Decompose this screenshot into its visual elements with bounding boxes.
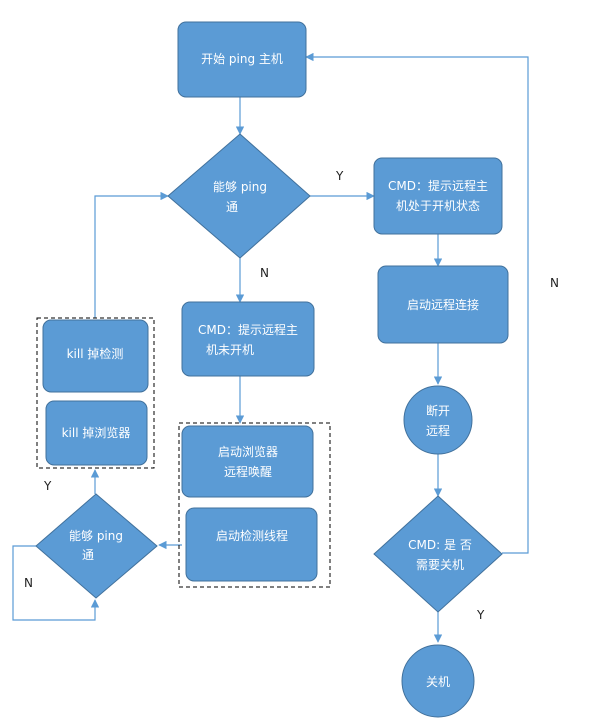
browser-group-box [178,422,331,588]
node-decision-ping[interactable]: 能够 ping 通 [167,133,311,259]
edge-labels: Y N N Y Y N [24,169,559,622]
edge-label-y-right: Y [335,169,344,183]
edge-kill-to-decision [94,191,169,318]
node-start-browser[interactable]: 启动浏览器 远程唤醒 [181,425,314,498]
node-cmd-off[interactable]: CMD：提示远程主 机未开机 [181,301,315,377]
edge-label-y-bottom: Y [476,608,485,622]
node-decision-left-label-1: 能够 ping [69,529,123,543]
node-cmd-shutdown-label-1: CMD: 是 否 [408,538,472,552]
node-shutdown-label: 关机 [426,675,450,689]
edge-cmd-shutdown-loop-to-start [305,52,529,554]
node-kill-browser[interactable]: kill 掉浏览器 [45,400,148,466]
node-start[interactable]: 开始 ping 主机 [177,21,307,98]
edge-label-y-left: Y [43,479,52,493]
edge-label-n-far-right: N [550,276,559,290]
node-start-remote[interactable]: 启动远程连接 [377,265,509,344]
node-shutdown[interactable]: 关机 [401,644,475,718]
node-cmd-on[interactable]: CMD：提示远程主 机处于开机状态 [373,157,503,235]
edge-label-n-left: N [24,576,33,590]
edge-left-decision-loop [12,545,100,621]
node-cmd-shutdown[interactable]: CMD: 是 否 需要关机 [373,495,503,613]
node-cmd-on-label-2: 机处于开机状态 [396,199,480,213]
node-start-detect-label: 启动检测线程 [216,528,288,543]
node-kill-detect[interactable]: kill 掉检测 [42,319,149,393]
edge-label-n-down: N [260,266,269,280]
node-decision-left-label-2: 通 [82,548,94,562]
node-decision-ping-label-2: 通 [226,200,238,214]
node-start-detect[interactable]: 启动检测线程 [185,507,318,582]
node-cmd-on-label-1: CMD：提示远程主 [388,178,488,193]
node-decision-left[interactable]: 能够 ping 通 [35,493,158,599]
node-decision-ping-label-1: 能够 ping [213,180,267,194]
node-disconnect[interactable]: 断开 远程 [403,385,473,455]
node-disconnect-label-1: 断开 [426,403,450,418]
node-cmd-shutdown-label-2: 需要关机 [416,558,464,572]
node-start-browser-label-2: 远程唤醒 [224,464,272,479]
node-cmd-off-label-1: CMD：提示远程主 [198,322,298,337]
node-cmd-off-label-2: 机未开机 [206,343,254,357]
kill-group-box [36,317,155,469]
connectors [12,52,529,643]
node-start-label: 开始 ping 主机 [201,52,283,66]
node-kill-detect-label: kill 掉检测 [67,346,124,361]
node-kill-browser-label: kill 掉浏览器 [62,425,131,440]
node-start-browser-label-1: 启动浏览器 [218,444,278,459]
node-start-remote-label: 启动远程连接 [407,297,479,312]
node-disconnect-label-2: 远程 [426,423,450,438]
